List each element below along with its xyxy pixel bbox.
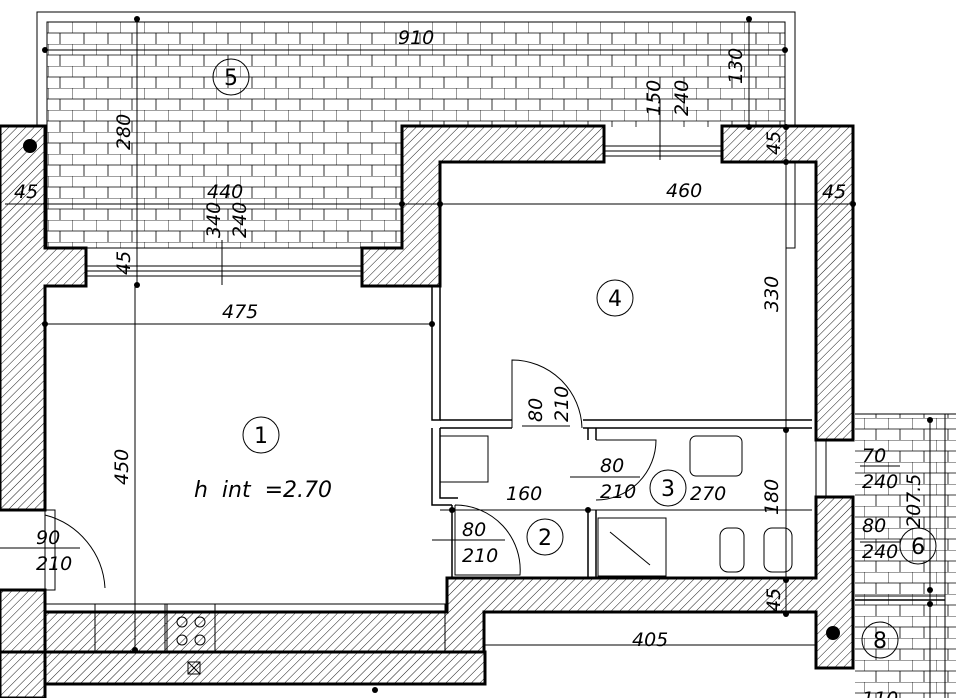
room-6-number: 6 <box>911 535 925 560</box>
dim-45-top-right: 45 <box>763 131 785 155</box>
dim-130: 130 <box>725 48 747 84</box>
dim-460: 460 <box>666 180 702 202</box>
room-1-number: 1 <box>254 424 268 449</box>
dim-210-door4: 210 <box>551 386 573 422</box>
dim-80-door4: 80 <box>525 398 547 422</box>
dim-475: 475 <box>222 301 258 323</box>
bathroom-fixtures <box>597 435 793 577</box>
dim-110: 110 <box>862 688 898 698</box>
dim-270: 270 <box>690 483 726 505</box>
dim-240-r1: 240 <box>862 471 898 493</box>
dim-440: 440 <box>207 181 243 203</box>
dim-45-bottom: 45 <box>763 588 785 612</box>
dim-160: 160 <box>506 483 542 505</box>
right-balconies <box>855 413 956 698</box>
kitchen-counter <box>44 603 446 675</box>
dim-80-door3: 80 <box>600 455 624 477</box>
dim-45-window: 45 <box>113 251 135 275</box>
partitions <box>431 286 812 578</box>
windows <box>44 145 827 591</box>
room-5-number: 5 <box>224 66 238 91</box>
dim-910: 910 <box>398 27 434 49</box>
dim-150: 150 <box>643 80 665 116</box>
dim-330: 330 <box>761 276 783 312</box>
dim-207-5: 207.5 <box>903 474 925 528</box>
doors <box>44 359 657 589</box>
room-3-number: 3 <box>661 477 675 502</box>
dim-210-door2: 210 <box>462 545 498 567</box>
dim-210-door3: 210 <box>600 481 636 503</box>
ceiling-height-label: h int =2.70 <box>194 478 332 503</box>
dim-45-left: 45 <box>14 181 38 203</box>
dim-340: 340 <box>203 202 225 238</box>
dim-80-r: 80 <box>862 515 886 537</box>
room-4-number: 4 <box>608 287 622 312</box>
dim-240-mid: 240 <box>229 202 251 238</box>
room-markers: 5 4 1 3 2 6 8 <box>212 58 937 659</box>
dim-240-r2: 240 <box>862 541 898 563</box>
dim-450: 450 <box>111 449 133 485</box>
dimension-lines <box>0 16 933 693</box>
dim-80-door2: 80 <box>462 519 486 541</box>
bottom-wall <box>43 650 487 686</box>
room-8-number: 8 <box>873 629 887 654</box>
room-2-number: 2 <box>538 526 552 551</box>
dim-180: 180 <box>761 479 783 515</box>
dim-240-top: 240 <box>671 80 693 116</box>
dim-210-entry: 210 <box>36 553 72 575</box>
dim-70: 70 <box>862 445 886 467</box>
dim-45-right: 45 <box>822 181 846 203</box>
dim-280: 280 <box>113 114 135 150</box>
dimension-labels: 910 130 150 240 280 45 45 440 460 45 340… <box>14 27 925 698</box>
dim-90-entry: 90 <box>36 527 60 549</box>
dim-405: 405 <box>632 629 668 651</box>
